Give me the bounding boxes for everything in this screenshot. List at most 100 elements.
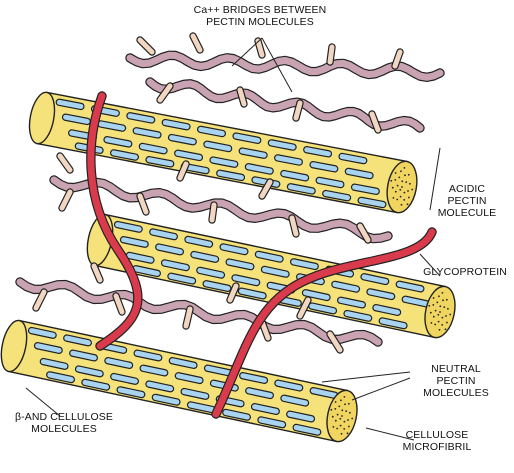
hemicellulose-molecule [236,136,258,140]
cellulose-chain-dot [432,304,434,306]
hemicellulose-molecule [130,116,152,120]
cellulose-chain-dot [390,180,392,182]
cellulose-chain-dot [339,418,341,420]
cellulose-chain-dot [430,312,432,314]
hemicellulose-molecule [290,414,312,419]
neutral-pectin-side-chain [296,103,300,118]
cellulose-chain-dot [428,305,430,307]
cellulose-chain-dot [435,310,437,312]
hemicellulose-molecule [312,306,334,311]
hemicellulose-molecule [66,117,88,121]
hemicellulose-molecule [107,140,129,144]
hemicellulose-molecule [67,338,89,343]
hemicellulose-molecule [184,392,206,397]
cellulose-chain-dot [446,322,448,324]
hemicellulose-molecule [335,284,357,289]
hemicellulose-molecule [50,375,72,380]
hemicellulose-molecule [348,171,370,175]
label-beta-cellulose-molecules: β-AND CELLULOSE MOLECULES [12,411,116,435]
hemicellulose-molecule [172,138,194,142]
cellulose-chain-dot [405,181,407,183]
hemicellulose-molecule [114,153,136,157]
hemicellulose-molecule [79,369,101,374]
hemicellulose-molecule [242,151,264,155]
hemicellulose-molecule [143,368,165,373]
neutral-pectin-side-chain [140,40,152,52]
hemicellulose-molecule [114,377,136,382]
hemicellulose-molecule [364,277,386,282]
hemicellulose-molecule [326,194,348,198]
hemicellulose-molecule [172,361,194,366]
cellulose-chain-dot [403,199,405,201]
cellulose-chain-dot [400,170,402,172]
cellulose-microfibril [26,90,421,215]
cellulose-chain-dot [437,314,439,316]
neutral-pectin-side-chain [193,36,200,50]
hemicellulose-molecule [136,269,158,274]
cellulose-chain-dot [433,316,435,318]
hemicellulose-molecule [242,291,264,296]
cellulose-chain-dot [404,167,406,169]
label-neutral-pectin-molecules: NEUTRAL PECTIN MOLECULES [408,363,504,399]
hemicellulose-molecule [149,384,171,389]
cellulose-chain-dot [341,433,343,435]
hemicellulose-molecule [171,276,193,281]
hemicellulose-molecule [341,300,363,305]
neutral-pectin-side-chain [330,47,332,62]
hemicellulose-molecule [255,407,277,412]
cellulose-chain-dot [401,186,403,188]
hemicellulose-molecule [399,284,421,289]
cellulose-chain-dot [404,192,406,194]
hemicellulose-molecule [319,180,341,184]
cellulose-chain-dot [345,410,347,412]
hemicellulose-molecule [101,124,123,128]
cellulose-chain-dot [347,419,349,421]
cellulose-chain-dot [348,403,350,405]
cellulose-chain-dot [408,197,410,199]
cellulose-chain-dot [443,306,445,308]
cellulose-chain-dot [436,302,438,304]
hemicellulose-molecule [278,383,300,388]
hemicellulose-molecule [313,165,335,169]
hemicellulose-molecule [73,353,95,358]
hemicellulose-molecule [261,420,283,425]
back-pectin-layer [130,36,440,130]
hemicellulose-molecule [223,247,245,252]
cellulose-chain-dot [446,299,448,301]
cellulose-chain-dot [400,196,402,198]
cellulose-chain-dot [333,426,335,428]
cellulose-chain-dot [347,432,349,434]
hemicellulose-molecule [249,167,271,171]
hemicellulose-molecule [155,397,177,402]
cellulose-chain-dot [348,426,350,428]
hemicellulose-molecule [226,413,248,418]
hemicellulose-molecule [38,346,60,351]
label-cellulose-microfibril: CELLULOSE MICROFIBRIL [392,429,482,453]
neutral-pectin-side-chain [186,309,190,326]
cellulose-chain-dot [431,322,433,324]
cellulose-chain-dot [341,415,343,417]
cellulose-chain-dot [344,396,346,398]
microfibril-body [95,215,446,338]
hemicellulose-molecule [108,361,130,366]
neutral-pectin-side-chain [62,192,70,208]
hemicellulose-molecule [220,173,242,177]
cellulose-chain-dot [330,409,332,411]
cellulose-chain-dot [442,317,444,319]
hemicellulose-molecule [307,150,329,154]
cellulose-chain-dot [439,311,441,313]
cellulose-chain-dot [447,308,449,310]
cellulose-chain-dot [408,174,410,176]
hemicellulose-molecule [194,255,216,260]
cellulose-chain-dot [395,191,397,193]
cellulose-chain-dot [351,418,353,420]
neutral-pectin-side-chain [60,156,70,170]
cellulose-chain-dot [407,203,409,205]
cellulose-chain-dot [411,189,413,191]
neutral-pectin-side-chain [212,205,214,220]
hemicellulose-molecule [142,147,164,151]
cellulose-chain-dot [332,416,334,418]
cellulose-chain-dot [409,183,411,185]
hemicellulose-molecule [294,262,316,267]
